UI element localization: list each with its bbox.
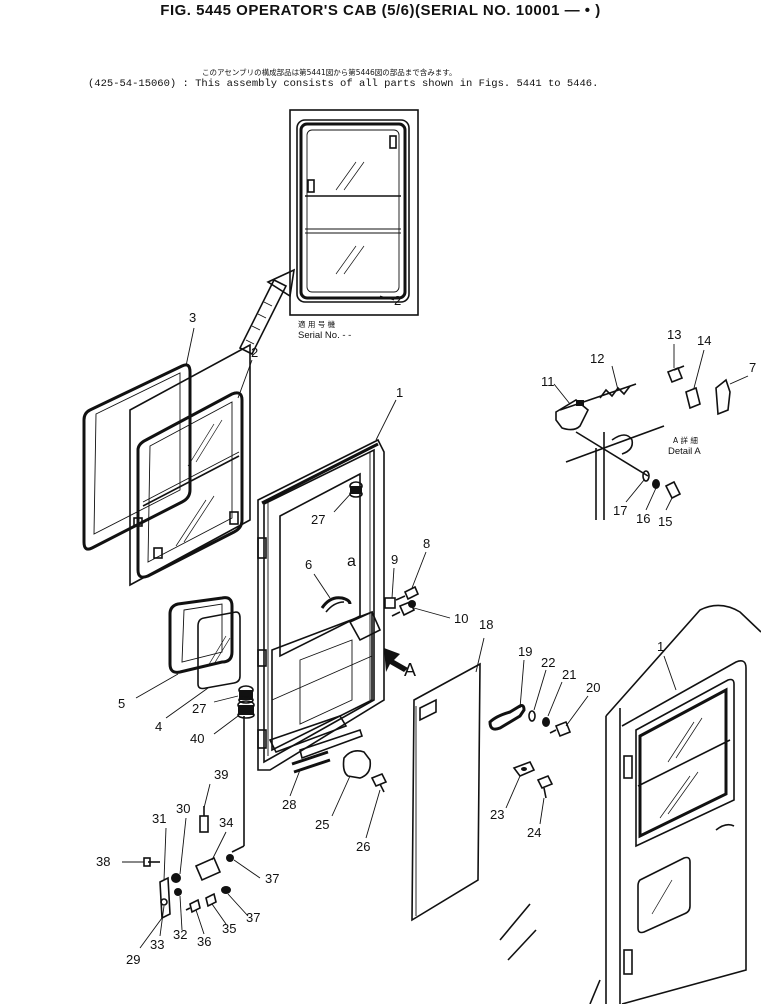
callout-part-25: 25 — [315, 817, 330, 832]
callout-part-2-inset: 2 — [394, 293, 402, 308]
hinge-assembly-parts-29-39 — [143, 716, 245, 920]
callout-part-4: 4 — [155, 719, 163, 734]
callout-part-18: 18 — [479, 617, 494, 632]
handle-parts-19-22 — [488, 704, 572, 738]
bracket-parts-23-24 — [512, 760, 554, 799]
callout-part-37-lower: 37 — [246, 910, 261, 925]
callout-part-38: 38 — [96, 854, 111, 869]
callout-part-6: 6 — [305, 557, 313, 572]
callout-part-10: 10 — [454, 611, 469, 626]
callout-part-3: 3 — [189, 310, 197, 325]
figure-title: FIG. 5445 OPERATOR'S CAB (5/6)(SERIAL NO… — [160, 2, 601, 19]
callout-part-15: 15 — [658, 514, 673, 529]
callout-part-35: 35 — [222, 921, 237, 936]
callout-part-37-upper: 37 — [265, 871, 280, 886]
handle-part-6 — [320, 596, 352, 613]
callout-part-33: 33 — [150, 937, 165, 952]
detail-a-label-japanese: A 詳 細 — [673, 436, 698, 445]
callout-part-17: 17 — [613, 503, 628, 518]
window-assembly-part-2 — [129, 343, 251, 587]
detail-a-marker-letter: a — [347, 553, 356, 570]
assembly-note-english: (425-54-15060) : This assembly consists … — [88, 78, 599, 90]
callout-part-19: 19 — [518, 644, 533, 659]
callout-part-9: 9 — [391, 552, 399, 567]
inset-window-box — [289, 109, 419, 316]
callout-part-31: 31 — [152, 811, 167, 826]
stopper-parts-27-40-lower — [237, 685, 255, 719]
callout-part-36: 36 — [197, 934, 212, 949]
cab-body-outline — [499, 604, 761, 1004]
view-arrow-a — [384, 648, 408, 672]
view-a-letter: A — [404, 660, 417, 680]
detail-a-latch — [555, 365, 731, 520]
serial-label-english: Serial No. - - — [298, 330, 352, 341]
callout-part-27-lower: 27 — [192, 701, 207, 716]
callout-part-27-upper: 27 — [311, 512, 326, 527]
callout-part-22: 22 — [541, 655, 556, 670]
callout-part-2: 2 — [251, 345, 259, 360]
assembly-note-japanese: このアセンブリの構成部品は第5441図から第5446図の部品まで含みます。 — [202, 68, 457, 77]
small-window-part-5-and-4 — [168, 596, 241, 690]
callout-part-39: 39 — [214, 767, 229, 782]
callout-part-20: 20 — [586, 680, 601, 695]
callout-part-21: 21 — [562, 667, 577, 682]
callout-part-23: 23 — [490, 807, 505, 822]
callout-part-12: 12 — [590, 351, 605, 366]
detail-a-label-english: Detail A — [668, 446, 701, 457]
bolts-part-8-9-10 — [384, 585, 420, 617]
callout-part-30: 30 — [176, 801, 191, 816]
callout-part-24: 24 — [527, 825, 542, 840]
lower-bracket-parts-25-28 — [268, 715, 388, 793]
window-seal-part-3 — [82, 363, 192, 551]
callout-part-14: 14 — [697, 333, 712, 348]
callout-part-29: 29 — [126, 952, 141, 967]
inset-reference-arrow — [238, 268, 296, 356]
callout-part-16: 16 — [636, 511, 651, 526]
serial-label-japanese: 適 用 号 機 — [298, 320, 336, 329]
door-frame-part-1 — [257, 438, 385, 771]
leader-lines — [122, 295, 749, 949]
callout-part-40: 40 — [190, 731, 205, 746]
callout-part-13: 13 — [667, 327, 682, 342]
callout-part-28: 28 — [282, 797, 297, 812]
callout-part-34: 34 — [219, 815, 234, 830]
callout-part-8: 8 — [423, 536, 431, 551]
callout-part-5: 5 — [118, 696, 126, 711]
callout-part-32: 32 — [173, 927, 188, 942]
cover-panel-part-18 — [411, 662, 481, 922]
callout-part-1-cab: 1 — [657, 639, 665, 654]
callout-part-7: 7 — [749, 360, 757, 375]
callout-part-11: 11 — [541, 374, 555, 389]
callout-part-26: 26 — [356, 839, 371, 854]
callout-part-1: 1 — [396, 385, 404, 400]
